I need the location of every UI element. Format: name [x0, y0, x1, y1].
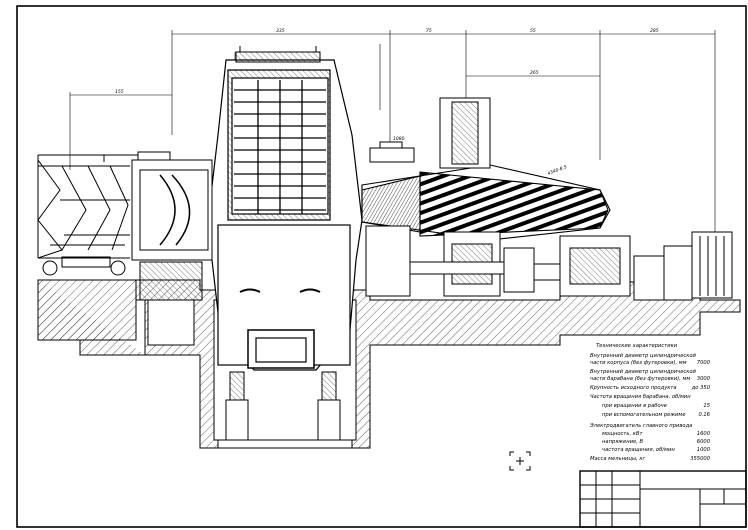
crusher-top: [235, 46, 321, 63]
spec-label: Масса мельницы, кг: [590, 456, 646, 462]
title-block: [579, 470, 747, 528]
spec-value: 0.16: [698, 412, 710, 418]
mill-left-housing: [131, 151, 213, 346]
spec-label: частота вращения, об/мин: [602, 447, 675, 453]
spec-label: мощность, кВт: [602, 431, 643, 437]
spec-label: Частота вращения барабана, об/мин: [590, 394, 691, 400]
spec-value: 3000: [696, 376, 710, 382]
dimension-label: 155: [115, 89, 124, 95]
spec-value: до 350: [691, 385, 710, 391]
spec-label: части барабана (без футеровки), мм: [590, 376, 691, 382]
spec-label: Внутренний диаметр цилиндрической: [590, 369, 696, 375]
technical-specs: Технические характеристики Внутренний ди…: [590, 343, 710, 468]
dimension-label: 55: [530, 28, 536, 34]
dimension-label: 4340-8.5: [547, 164, 568, 177]
dimension-label: 75: [426, 28, 432, 34]
dimension-label: 265: [530, 70, 539, 76]
feed-conveyor: [37, 154, 138, 276]
spec-label: при вращении в рабоче: [602, 403, 667, 409]
spec-label: Внутренний диаметр цилиндрической: [590, 353, 696, 359]
specs-title: Технические характеристики: [596, 343, 678, 349]
dimension-label: 335: [276, 28, 285, 34]
dimension-label: 285: [650, 28, 659, 34]
center-mark: [509, 451, 531, 471]
crusher-body: [207, 59, 363, 371]
spec-value: 1600: [696, 431, 710, 437]
spec-label: при вспомогательном режиме: [602, 412, 686, 418]
spec-label: напряжение, В: [602, 439, 644, 445]
dimension-label: 1080: [393, 136, 405, 142]
spec-value: 6000: [696, 439, 710, 445]
sheet-frame: [16, 5, 747, 528]
spec-label: Электродвигатель главного привода: [590, 423, 693, 429]
drive-assembly: [365, 225, 733, 301]
bearing-frame: [369, 97, 491, 169]
spec-value: 15: [703, 403, 710, 409]
mill-drum: [361, 164, 611, 241]
spec-label: части корпуса (без футеровки), мм: [590, 360, 687, 366]
spec-value: 7000: [696, 360, 710, 366]
spec-value: 355000: [690, 456, 710, 462]
spec-value: 1000: [696, 447, 710, 453]
spec-label: Крупность исходного продукта: [590, 385, 677, 391]
